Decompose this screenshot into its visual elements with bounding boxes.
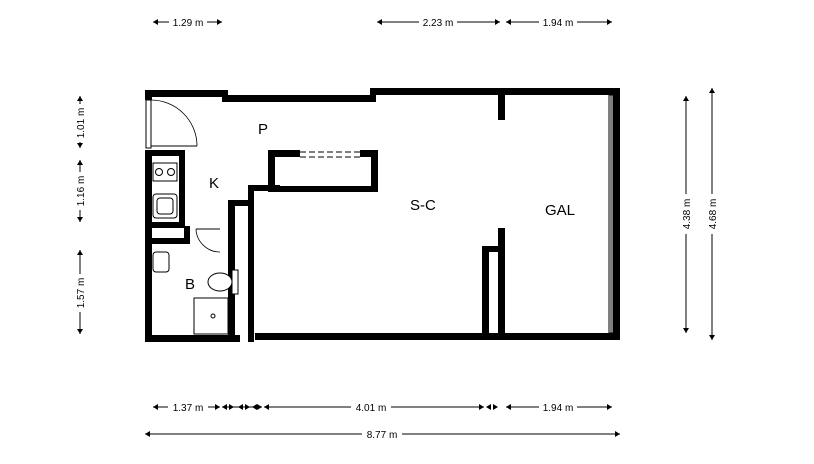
wall-kitchen-bottom <box>145 222 185 228</box>
wall-top-step-left <box>222 90 228 102</box>
dim-bottom-total: 8.77 m <box>367 430 398 441</box>
dimensions-top: 1.29 m 2.23 m 1.94 m <box>153 16 612 29</box>
wall-bottom-living <box>255 333 498 340</box>
wall-step-upper <box>248 185 280 191</box>
wall-living-left <box>248 185 254 342</box>
dim-left-middle: 1.16 m <box>76 176 87 207</box>
dim-bottom-right: 1.94 m <box>543 403 574 414</box>
wall-kitchen-right <box>179 150 185 226</box>
openings <box>145 94 614 334</box>
washbasin-icon <box>152 251 170 273</box>
wall-bottom-bath <box>145 335 240 342</box>
entrance-door-swing <box>150 99 198 147</box>
room-labels: P K B S-C GAL <box>185 121 575 293</box>
dim-bottom-middle: 4.01 m <box>356 403 387 414</box>
wall-partition-right <box>371 150 378 190</box>
room-label-passage: P <box>258 121 268 138</box>
wall-top-left <box>145 90 227 97</box>
room-label-bathroom: B <box>185 276 195 293</box>
wall-gallery-bottom <box>498 228 505 340</box>
wall-partition-top-left <box>268 150 300 157</box>
wall-bottom-gallery <box>498 333 620 340</box>
dim-top-left: 1.29 m <box>173 18 204 29</box>
shower-drain <box>210 313 216 319</box>
wall-left <box>145 150 152 342</box>
wall-kitchen-top <box>145 150 185 156</box>
bath-door-swing <box>195 228 221 253</box>
dimensions-left: 1.01 m 1.16 m 1.57 m <box>74 96 87 334</box>
cooktop-burner-2 <box>167 168 175 176</box>
dim-right-outer: 4.68 m <box>708 199 719 230</box>
cooktop-burner-1 <box>155 168 163 176</box>
wall-right <box>613 88 620 340</box>
dim-bottom-left: 1.37 m <box>173 403 204 414</box>
entrance-door-leaf <box>145 99 152 149</box>
dim-left-bottom: 1.57 m <box>76 278 87 309</box>
wall-partition-top-right <box>360 150 378 157</box>
dimensions-bottom: 1.37 m 4.01 m 1.94 m 8.77 m <box>145 401 620 441</box>
wall-step-top <box>228 200 253 206</box>
dim-left-top: 1.01 m <box>76 108 87 139</box>
kitchen-sink-basin <box>156 197 174 215</box>
dimensions-right: 4.38 m 4.68 m <box>680 88 719 340</box>
wall-gallery-top <box>498 92 505 120</box>
wall-bath-top <box>145 238 190 244</box>
cooktop-icon <box>152 162 178 182</box>
room-label-living: S-C <box>410 197 436 214</box>
wall-left-cap <box>145 90 152 100</box>
room-label-kitchen: K <box>209 175 219 192</box>
toilet-tank <box>231 269 239 295</box>
room-label-gallery: GAL <box>545 202 575 219</box>
fixtures <box>152 162 239 335</box>
wall-partition-left <box>268 150 275 190</box>
dim-right-inner: 4.38 m <box>682 199 693 230</box>
dim-top-middle: 2.23 m <box>423 18 454 29</box>
wall-bath-door-jamb <box>184 226 190 244</box>
wall-partition-bottom <box>268 186 378 192</box>
wall-top-middle <box>222 95 374 102</box>
wall-gallery-pillar <box>482 246 489 340</box>
dim-top-right: 1.94 m <box>543 18 574 29</box>
wall-top-step-right <box>370 88 376 102</box>
toilet-icon <box>207 272 233 292</box>
wall-top-right <box>370 88 620 95</box>
wall-gallery-step <box>482 246 504 252</box>
